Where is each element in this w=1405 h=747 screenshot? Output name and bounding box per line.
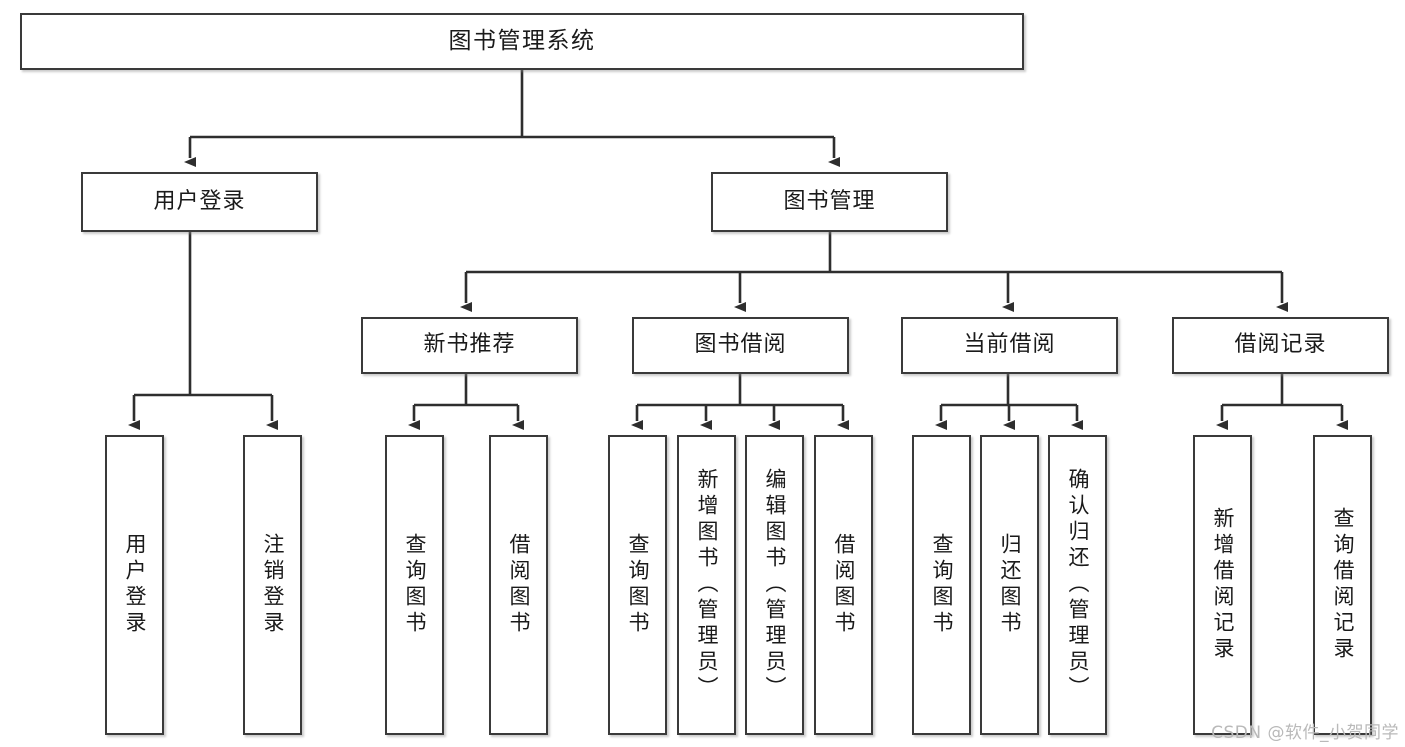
node-leaf-query-book-rec[interactable]: 查询图书 (385, 435, 444, 735)
node-label: 查询图书 (930, 533, 954, 637)
node-current-borrow[interactable]: 当前借阅 (901, 317, 1118, 374)
node-label: 新书推荐 (423, 332, 516, 358)
node-label: 图书管理 (783, 188, 876, 214)
node-label: 用户登录 (123, 533, 147, 637)
node-user-login[interactable]: 用户登录 (81, 172, 318, 232)
node-leaf-add-borrow-record[interactable]: 新增借阅记录 (1193, 435, 1252, 735)
node-label: 图书管理系统 (448, 27, 596, 54)
node-leaf-query-book-borrow[interactable]: 查询图书 (608, 435, 667, 735)
node-label: 当前借阅 (963, 332, 1056, 358)
node-label: 图书借阅 (694, 332, 787, 358)
node-root-book-management-system[interactable]: 图书管理系统 (20, 13, 1024, 70)
node-label: 编辑图书（管理员） (763, 468, 787, 702)
node-label: 确认归还（管理员） (1066, 468, 1090, 702)
node-label: 查询图书 (626, 533, 650, 637)
node-leaf-query-book-current[interactable]: 查询图书 (912, 435, 971, 735)
node-leaf-add-book-admin[interactable]: 新增图书（管理员） (677, 435, 736, 735)
node-new-book-recommendation[interactable]: 新书推荐 (361, 317, 578, 374)
node-label: 查询借阅记录 (1331, 507, 1355, 663)
node-label: 借阅图书 (507, 533, 531, 637)
node-label: 归还图书 (998, 533, 1022, 637)
node-leaf-borrow-book-borrow[interactable]: 借阅图书 (814, 435, 873, 735)
node-leaf-edit-book-admin[interactable]: 编辑图书（管理员） (745, 435, 804, 735)
node-leaf-borrow-book-rec[interactable]: 借阅图书 (489, 435, 548, 735)
node-label: 借阅记录 (1234, 332, 1327, 358)
node-label: 借阅图书 (832, 533, 856, 637)
node-label: 用户登录 (153, 188, 246, 214)
node-leaf-logout-login[interactable]: 注销登录 (243, 435, 302, 735)
node-label: 查询图书 (403, 533, 427, 637)
node-leaf-return-book[interactable]: 归还图书 (980, 435, 1039, 735)
csdn-watermark: CSDN @软件_小贺同学 (1211, 723, 1399, 743)
node-leaf-confirm-return-admin[interactable]: 确认归还（管理员） (1048, 435, 1107, 735)
node-label: 新增图书（管理员） (695, 468, 719, 702)
node-leaf-user-login[interactable]: 用户登录 (105, 435, 164, 735)
node-borrow-record[interactable]: 借阅记录 (1172, 317, 1389, 374)
node-book-borrow[interactable]: 图书借阅 (632, 317, 849, 374)
node-leaf-query-borrow-record[interactable]: 查询借阅记录 (1313, 435, 1372, 735)
node-book-management[interactable]: 图书管理 (711, 172, 948, 232)
node-label: 新增借阅记录 (1211, 507, 1235, 663)
node-label: 注销登录 (261, 533, 285, 637)
